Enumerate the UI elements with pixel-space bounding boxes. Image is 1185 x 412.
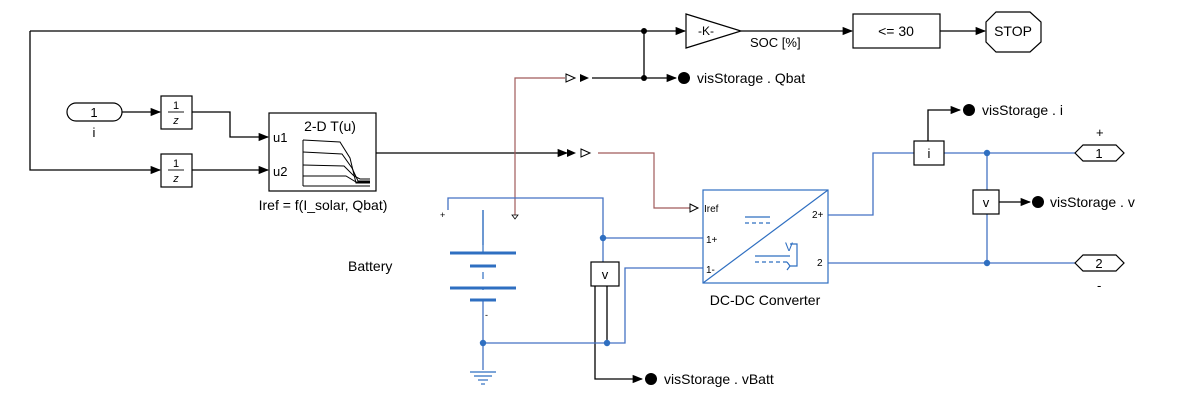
junction-dot: [983, 259, 991, 267]
soc-label: SOC [%]: [750, 35, 801, 50]
converter-v-symbol: V: [785, 240, 793, 254]
lookup-table-block[interactable]: 2-D T(u) u1 u2 Iref = f(I_solar, Qbat): [259, 112, 388, 213]
signal-dot: [678, 72, 690, 84]
delay-denominator: z: [172, 173, 179, 185]
junction-dot: [599, 234, 607, 242]
i-label: visStorage . i: [982, 102, 1063, 118]
junction-dot: [641, 75, 647, 81]
output-voltage-sensor[interactable]: v: [972, 189, 1000, 215]
converter-port-1minus: 1-: [706, 265, 715, 276]
converter-symbol-icon: [745, 216, 798, 271]
gain-label: -K-: [698, 24, 714, 38]
ground-icon: [470, 371, 496, 385]
junction-dot: [479, 339, 487, 347]
vbatt-signal[interactable]: visStorage . vBatt: [645, 371, 774, 387]
connection-lines: [514, 77, 698, 215]
junction-dot: [983, 149, 991, 157]
connection-port-1[interactable]: 1: [1074, 144, 1125, 162]
unit-delay-1[interactable]: 1 z: [160, 95, 193, 130]
gain-block[interactable]: -K-: [685, 13, 744, 49]
current-sensor[interactable]: i: [913, 140, 945, 166]
port-number: 1: [1095, 146, 1102, 161]
lookup-caption: Iref = f(I_solar, Qbat): [259, 197, 388, 213]
connection-port-chevrons: [511, 73, 592, 220]
v-label: visStorage . v: [1050, 194, 1135, 210]
battery-voltage-sensor[interactable]: v: [590, 261, 620, 287]
battery-plus: +: [440, 210, 445, 220]
inport-1[interactable]: 1 i: [66, 102, 123, 140]
lookup-input-u2: u2: [273, 164, 287, 179]
converter-port-2plus: 2+: [812, 210, 824, 221]
junction-dot: [641, 28, 647, 34]
lookup-title: 2-D T(u): [304, 118, 356, 134]
connection-port-2[interactable]: 2: [1074, 254, 1125, 272]
sensor-label: v: [983, 195, 990, 210]
battery-block[interactable]: + - Battery: [348, 210, 516, 320]
delay-numerator: 1: [173, 100, 179, 112]
sensor-label: i: [928, 146, 931, 161]
delay-denominator: z: [172, 115, 179, 127]
converter-iref-port: Iref: [704, 204, 719, 215]
compare-block[interactable]: <= 30: [852, 13, 941, 49]
converter-caption: DC-DC Converter: [710, 292, 821, 308]
junction-dot: [603, 339, 611, 347]
i-signal[interactable]: visStorage . i: [963, 102, 1063, 118]
signal-dot: [1032, 196, 1044, 208]
qbat-label: visStorage . Qbat: [697, 70, 805, 86]
inport-name: i: [93, 125, 96, 140]
lookup-curves-icon: [302, 139, 370, 187]
signal-dot: [963, 104, 975, 116]
inport-number: 1: [90, 105, 97, 120]
minus-sign: -: [1097, 278, 1101, 293]
vbatt-label: visStorage . vBatt: [664, 371, 774, 387]
sensor-label: v: [602, 267, 609, 282]
converter-port-2minus: 2: [817, 258, 823, 269]
battery-minus: -: [485, 310, 488, 320]
plus-sign: +: [1096, 125, 1104, 140]
delay-numerator: 1: [173, 158, 179, 170]
stop-block[interactable]: STOP: [985, 11, 1042, 53]
lookup-input-u1: u1: [273, 130, 287, 145]
converter-port-1plus: 1+: [706, 235, 718, 246]
signal-dot: [645, 373, 657, 385]
battery-caption: Battery: [348, 258, 392, 274]
port-number: 2: [1095, 256, 1102, 271]
signal-wires: [29, 26, 1032, 384]
compare-label: <= 30: [878, 23, 914, 39]
stop-label: STOP: [994, 23, 1032, 39]
dc-dc-converter-block[interactable]: V Iref 1+ 1- 2+ 2 DC-DC Converter: [689, 189, 829, 308]
unit-delay-2[interactable]: 1 z: [160, 153, 193, 188]
v-signal[interactable]: visStorage . v: [1032, 194, 1135, 210]
physical-wires: [447, 152, 1075, 370]
qbat-signal[interactable]: visStorage . Qbat: [678, 70, 805, 86]
